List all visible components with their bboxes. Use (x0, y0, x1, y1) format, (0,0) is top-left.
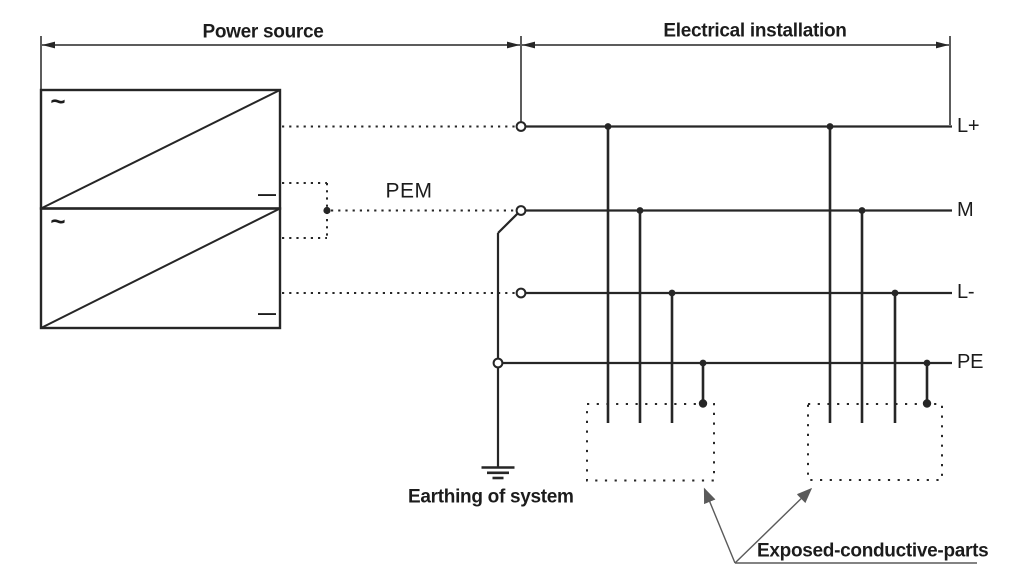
pem-label: PEM (385, 179, 433, 203)
junction-dot (826, 123, 834, 130)
junction-dot (699, 359, 707, 367)
dotted-source-links (282, 125, 515, 294)
conductor-label-pe: PE (957, 351, 984, 373)
callout-arrow-left (703, 487, 736, 564)
converter-diagonal (40, 89, 281, 210)
converter-box (39, 207, 282, 330)
arrowhead-icon (936, 41, 949, 49)
earth-symbol-icon (481, 466, 515, 480)
pem-slant-link (497, 213, 519, 234)
power-source-title: Power source (202, 21, 324, 43)
electrical-installation-title: Electrical installation (663, 20, 847, 42)
exposed-parts-boxes (586, 403, 943, 482)
midpoint-junction-dot (323, 206, 331, 215)
leader-arrows (703, 487, 977, 564)
converter-unit-1 (39, 88, 282, 210)
callout-arrow-right (734, 487, 813, 564)
pe-bond-dot (922, 399, 932, 408)
l-plus-terminal (515, 121, 527, 132)
arrowhead-icon (507, 41, 520, 49)
dc-output-symbol: — (258, 184, 276, 204)
pe-bond-dot (698, 399, 708, 408)
arrowhead-icon (42, 41, 55, 49)
conductor-label-m: M (957, 199, 974, 221)
terminal-circles (492, 121, 527, 369)
exposed-parts-label: Exposed-conductive-parts (757, 540, 989, 562)
dimension-annotations (40, 36, 951, 125)
junction-dots (604, 123, 932, 408)
arrowhead-icon (522, 41, 535, 49)
conductor-label-l-plus: L+ (957, 115, 980, 137)
converter-diagonal (40, 207, 281, 329)
converter-unit-2 (39, 207, 282, 330)
junction-dot (636, 207, 644, 214)
junction-dot (668, 289, 676, 297)
pe-terminal (492, 357, 504, 369)
m-terminal (515, 205, 527, 216)
junction-dot (858, 207, 866, 214)
junction-dot (891, 289, 899, 297)
conductor-label-l-minus: L- (957, 281, 975, 303)
load-drop-lines (606, 126, 929, 423)
l-minus-terminal (515, 287, 527, 299)
dc-output-symbol: — (258, 303, 276, 323)
earthing-label: Earthing of system (408, 486, 574, 508)
junction-dot (923, 359, 931, 367)
exposed-parts-box-2 (807, 403, 943, 481)
junction-dot (604, 123, 612, 130)
exposed-parts-box-1 (586, 403, 715, 482)
ac-input-symbol: ~ (50, 206, 66, 236)
conductor-lines (496, 125, 952, 467)
ac-input-symbol: ~ (50, 86, 66, 116)
